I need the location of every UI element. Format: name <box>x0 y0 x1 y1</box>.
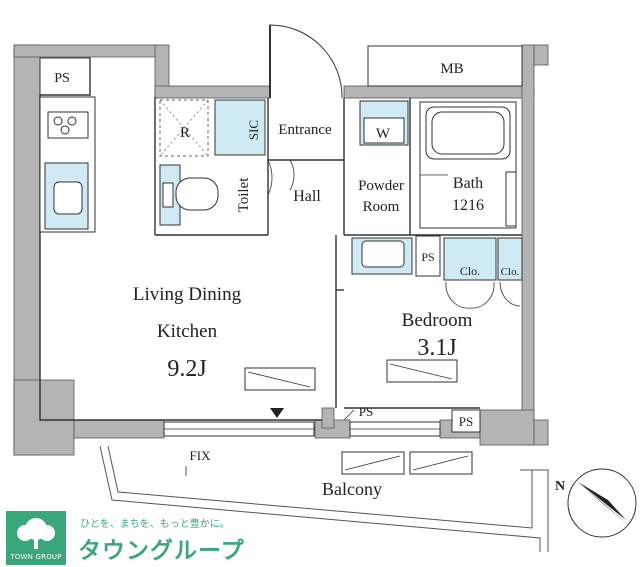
washer-label: W <box>376 126 391 142</box>
powder-room-label-2: Room <box>363 199 400 215</box>
fix-label: FIX <box>190 448 212 463</box>
bath-shelf <box>505 171 517 227</box>
toilet-label: Toilet <box>236 177 252 213</box>
vanity-sink <box>361 240 405 268</box>
closet-2-door <box>499 281 521 307</box>
toilet-bowl <box>175 177 219 211</box>
washer-box <box>363 117 405 144</box>
closet-1-doors <box>445 281 495 309</box>
closet-1-label: Clo. <box>460 264 480 278</box>
logo-badge: TOWN GROUP <box>6 511 66 565</box>
ps-bottom-right-box <box>451 409 481 433</box>
mb-box <box>367 45 523 87</box>
hall-door-swing <box>289 159 295 191</box>
entrance-door-swing <box>269 24 343 99</box>
ldk-label-1: Living Dining <box>133 284 242 305</box>
logo-name: TOWN GROUP <box>10 553 62 561</box>
refrigerator-label: R <box>180 125 190 141</box>
sic-closet <box>214 99 266 156</box>
toilet-door-swing <box>267 159 273 196</box>
logo-tagline: ひとを、まちを、もっと豊かに。 <box>80 519 230 530</box>
ps-bottom-mid-leader <box>343 409 355 421</box>
balcony-outline <box>99 445 549 552</box>
tree-icon <box>17 518 55 549</box>
walls <box>13 44 549 456</box>
entrance-label: Entrance <box>278 122 332 138</box>
refrigerator-space: R <box>159 99 209 157</box>
logo-brand: タウングループ <box>78 538 245 564</box>
ps-bath-box <box>415 235 441 277</box>
ldk-aircon <box>244 367 316 391</box>
closet-2 <box>497 237 523 281</box>
bedroom-label: Bedroom <box>402 310 473 331</box>
sic-label: SIC <box>246 120 261 140</box>
bedroom-size-label: 3.1J <box>417 335 456 361</box>
bedroom-aircon <box>386 359 458 383</box>
ps-bottom-right-label: PS <box>459 414 473 429</box>
north-arrow-icon: N <box>555 468 637 538</box>
ps-top-left-label: PS <box>54 71 70 86</box>
closet-1 <box>443 237 497 281</box>
toilet-seat-icon <box>162 182 174 208</box>
balcony-label: Balcony <box>322 479 382 499</box>
north-label: N <box>555 479 565 494</box>
closet-2-label: Clo. <box>501 266 520 278</box>
powder-room-label-1: Powder <box>358 178 404 194</box>
ldk-size-label: 9.2J <box>167 356 206 382</box>
bathtub-inner <box>431 111 505 155</box>
entry-arrow-icon <box>270 408 284 418</box>
ldk-label-2: Kitchen <box>157 321 218 342</box>
ps-bath-label: PS <box>421 250 434 264</box>
ps-top-left-box <box>39 57 91 96</box>
ps-bottom-mid-label: PS <box>359 404 373 419</box>
mb-label: MB <box>440 61 463 77</box>
bath-size-label: 1216 <box>452 197 484 214</box>
windows <box>163 421 441 437</box>
hall-label: Hall <box>293 188 321 205</box>
company-logo: TOWN GROUP ひとを、まちを、もっと豊かに。 タウングループ <box>0 511 300 567</box>
kitchen-counter <box>39 96 96 233</box>
bath-label: Bath <box>453 175 483 192</box>
